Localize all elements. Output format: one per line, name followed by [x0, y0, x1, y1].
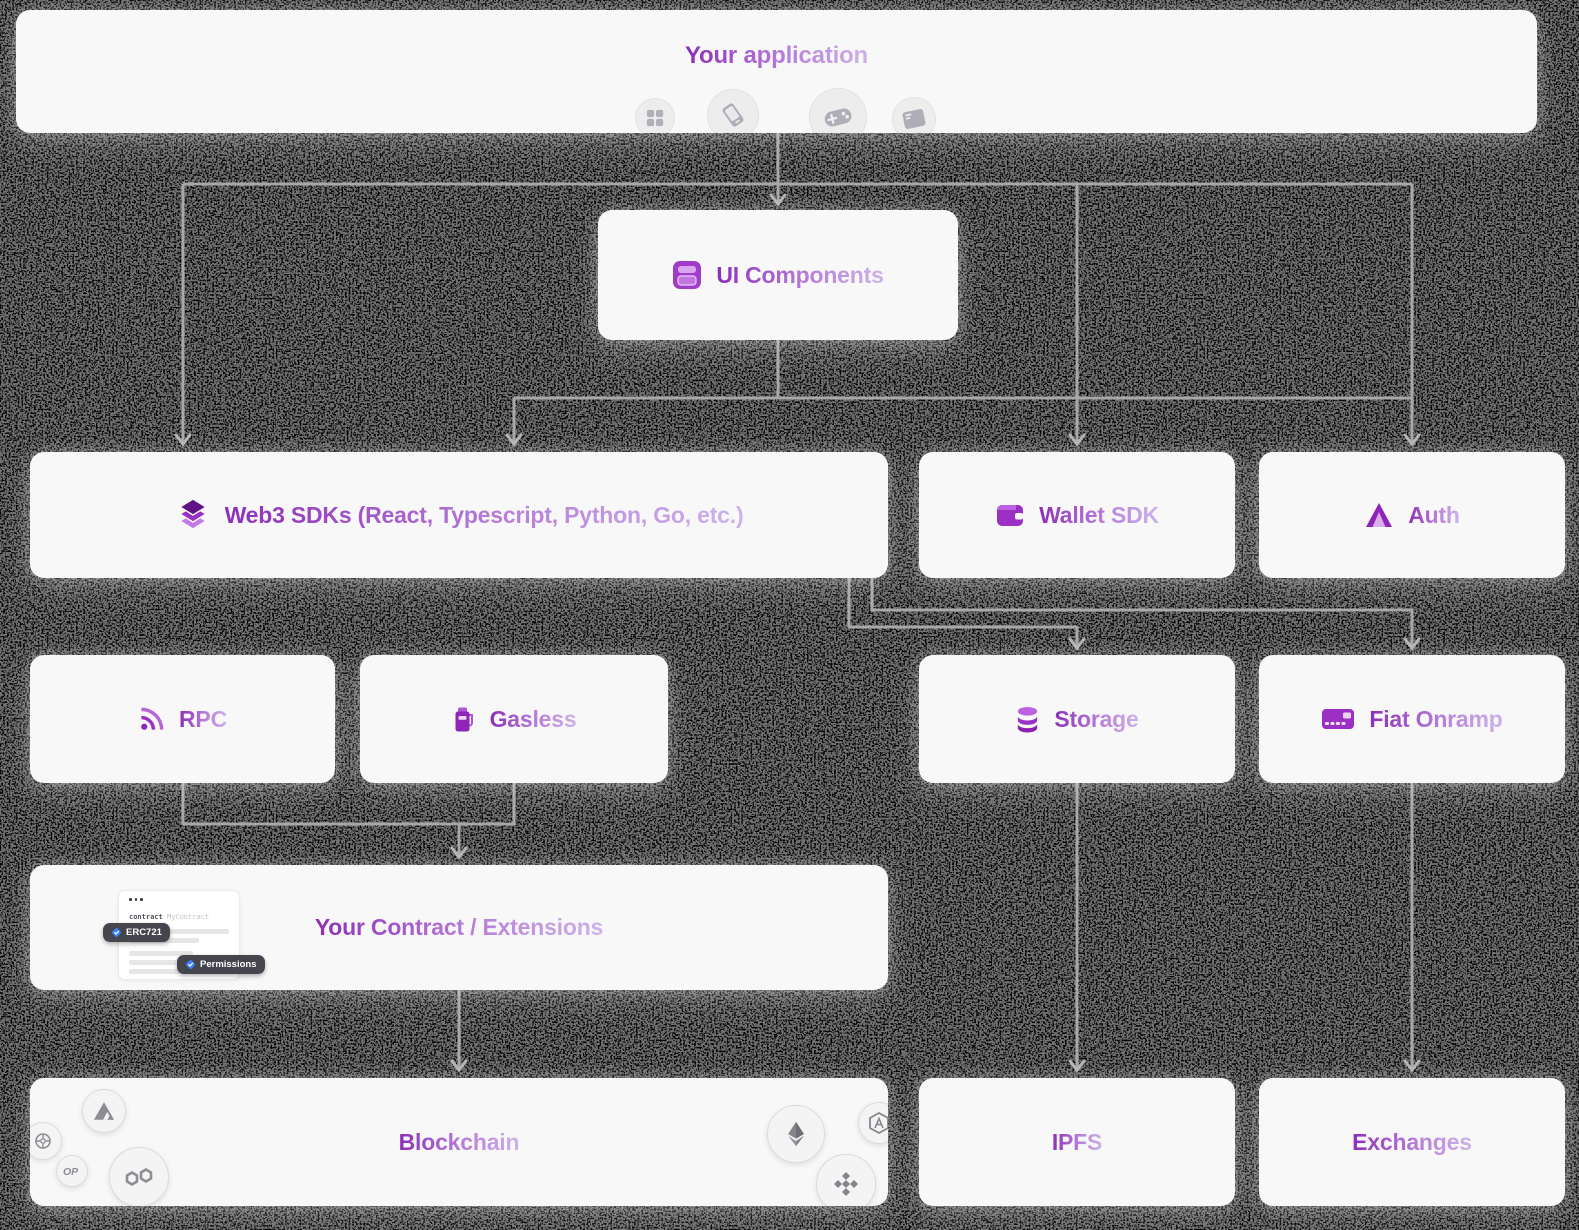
bnb-logo-icon	[816, 1154, 876, 1206]
node-ipfs: IPFS	[919, 1078, 1235, 1206]
ui-components-icon	[672, 260, 702, 290]
ethereum-logo-icon	[767, 1105, 825, 1163]
rpc-label: RPC	[179, 705, 227, 732]
node-auth: Auth	[1259, 452, 1565, 578]
storage-label: Storage	[1054, 705, 1139, 732]
erc721-badge: ERC721	[103, 923, 170, 942]
auth-label: Auth	[1408, 501, 1460, 528]
svg-text:OP: OP	[63, 1166, 79, 1178]
contract-name: MyContract	[166, 913, 210, 921]
node-exchanges: Exchanges	[1259, 1078, 1565, 1206]
node-your-contract: contract MyContract ERC721 Permissions Y…	[30, 865, 888, 990]
chain-logo-icon	[30, 1122, 62, 1160]
ipfs-label: IPFS	[1051, 1128, 1103, 1155]
gamepad-icon	[809, 88, 867, 133]
badge-check-icon	[186, 960, 195, 969]
auth-triangle-icon	[1364, 501, 1394, 529]
ui-components-label: UI Components	[716, 261, 884, 288]
node-wallet-sdk: Wallet SDK	[919, 452, 1235, 578]
window-dots-icon	[129, 898, 143, 901]
avalanche-logo-icon	[82, 1089, 126, 1133]
node-storage: Storage	[919, 655, 1235, 783]
node-ui-components: UI Components	[598, 210, 958, 340]
rss-icon	[138, 706, 165, 733]
polygon-logo-icon	[109, 1147, 169, 1206]
contract-code-line: contract MyContract	[129, 913, 209, 921]
web3-sdks-label: Web3 SDKs (React, Typescript, Python, Go…	[224, 501, 744, 528]
node-rpc: RPC	[30, 655, 335, 783]
layers-icon	[175, 498, 211, 532]
fiat-onramp-label: Fiat Onramp	[1369, 705, 1503, 732]
database-icon	[1015, 705, 1040, 734]
your-contract-label: Your Contract / Extensions	[314, 914, 604, 940]
optimism-logo-icon: OP	[56, 1155, 88, 1187]
blockchain-label: Blockchain	[398, 1128, 520, 1155]
contract-keyword: contract	[129, 913, 163, 921]
exchanges-label: Exchanges	[1352, 1128, 1472, 1155]
apps-grid-icon	[635, 98, 675, 133]
browser-window-icon	[892, 97, 936, 133]
wallet-icon	[995, 501, 1025, 529]
node-web3-sdks: Web3 SDKs (React, Typescript, Python, Go…	[30, 452, 888, 578]
phone-icon	[707, 89, 759, 133]
credit-card-icon	[1321, 707, 1355, 731]
node-blockchain: Blockchain OP	[30, 1078, 888, 1206]
node-fiat-onramp: Fiat Onramp	[1259, 655, 1565, 783]
node-gasless: Gasless	[360, 655, 668, 783]
badge-check-icon	[112, 928, 121, 937]
your-application-label: Your application	[684, 42, 869, 69]
gasless-label: Gasless	[489, 705, 577, 732]
wallet-sdk-label: Wallet SDK	[1039, 501, 1159, 528]
arbitrum-logo-icon	[858, 1102, 888, 1144]
gas-pump-icon	[452, 706, 476, 733]
node-your-application: Your application	[16, 10, 1537, 133]
permissions-badge: Permissions	[177, 955, 265, 974]
